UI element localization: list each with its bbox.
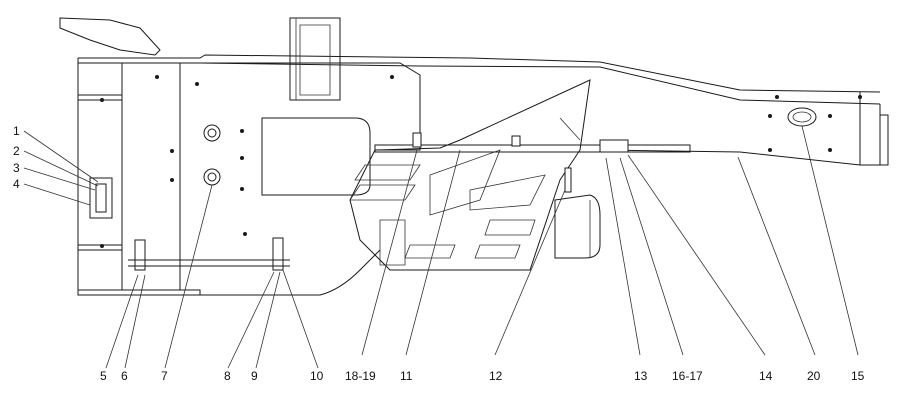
callout-label: 16-17 (672, 369, 703, 383)
step-assembly (349, 79, 691, 271)
callout-label: 14 (759, 369, 773, 383)
frame-body (59, 17, 889, 296)
callout-label: 9 (251, 369, 258, 383)
callout-label: 8 (224, 369, 231, 383)
callout-label: 2 (13, 144, 20, 158)
callout-label: 13 (634, 369, 648, 383)
callout-label: 1 (13, 124, 20, 138)
leader-lines (23, 125, 859, 369)
callout-label: 3 (13, 161, 20, 175)
callout-label: 10 (310, 369, 324, 383)
callout-label: 15 (851, 369, 865, 383)
callout-label: 18-19 (345, 369, 376, 383)
callout-label: 11 (400, 369, 413, 383)
callout-label: 20 (807, 369, 821, 383)
callout-label: 6 (121, 369, 128, 383)
callout-label: 12 (489, 369, 503, 383)
callout-labels: 1 2 3 4 5 6 7 8 9 10 18-19 11 12 13 16-1… (13, 124, 865, 383)
callout-label: 5 (100, 369, 107, 383)
callout-label: 7 (161, 369, 168, 383)
callout-label: 4 (13, 177, 20, 191)
